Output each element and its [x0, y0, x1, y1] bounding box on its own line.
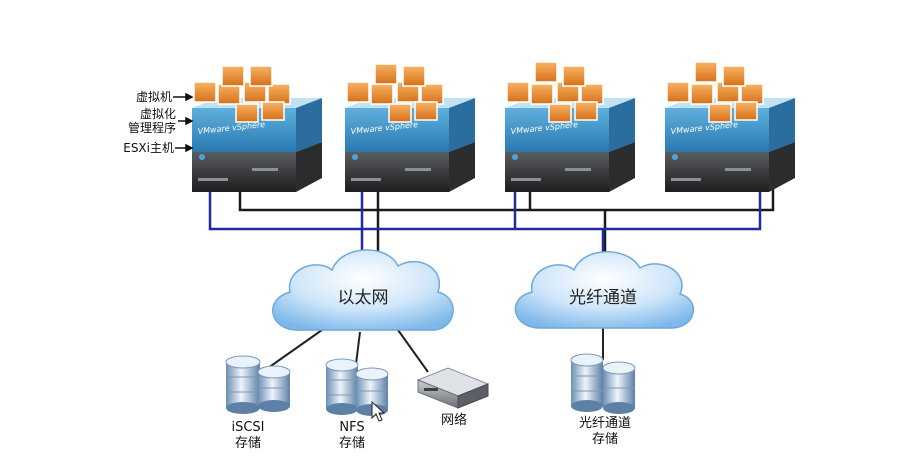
esxi-host-label: ESXi主机: [123, 141, 174, 155]
storage-links: [267, 328, 604, 373]
vm-tiles: [506, 61, 604, 123]
esxi-host-4: VMware vSphere: [665, 61, 795, 192]
fibre-channel-cloud: [514, 251, 695, 329]
fc-storage-icon: [570, 353, 636, 414]
vm-label: 虚拟机: [135, 90, 172, 104]
nfs-storage-label: NFS 存储: [338, 420, 365, 451]
vm-tiles: [193, 65, 291, 123]
fc-storage-label: 光纤通道 存储: [578, 416, 631, 447]
iscsi-storage-icon: [225, 355, 291, 414]
esxi-host-2: VMware vSphere: [345, 63, 475, 192]
ethernet-cloud-label: 以太网: [337, 288, 389, 308]
nfs-storage-icon: [325, 358, 389, 416]
vm-tiles: [666, 61, 764, 123]
esxi-host-1: VMware vSphere: [192, 65, 322, 192]
network-device-icon: [416, 367, 490, 409]
network-label: 网络: [440, 413, 467, 428]
hypervisor-label: 虚拟化 管理程序: [127, 107, 176, 135]
mouse-cursor-icon: [371, 400, 386, 422]
side-arrows: [173, 92, 194, 153]
vm-tiles: [346, 63, 444, 123]
esxi-host-3: VMware vSphere: [505, 61, 635, 192]
fibre-channel-cloud-label: 光纤通道: [569, 288, 637, 308]
ethernet-cloud: [272, 249, 454, 331]
iscsi-storage-label: iSCSI 存储: [231, 420, 265, 451]
